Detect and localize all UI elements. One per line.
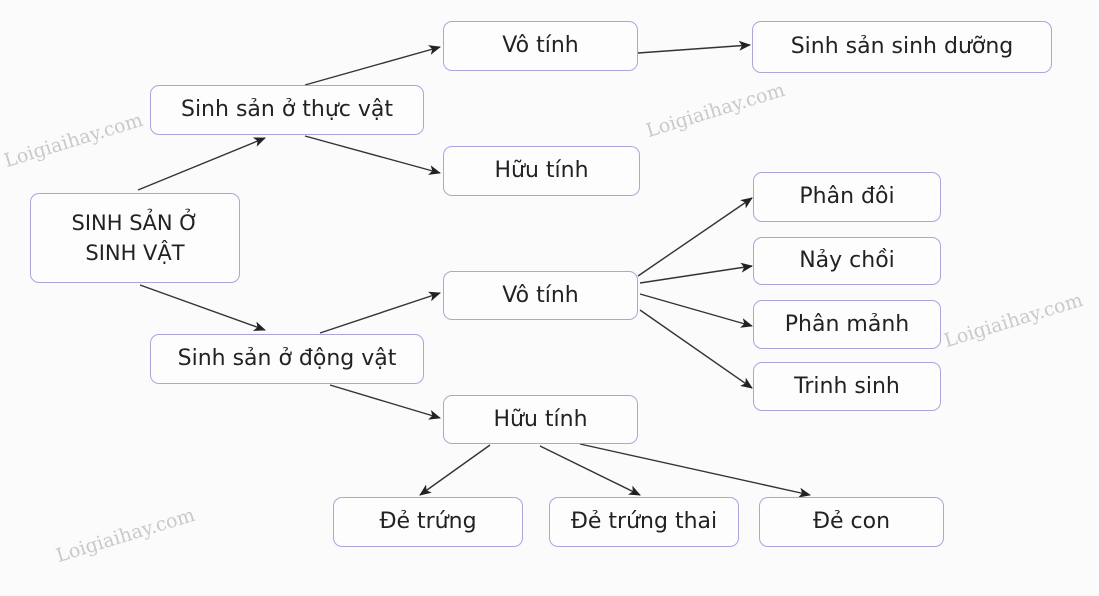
arrow-viviparous [579,443,811,498]
plants-sexual-label: Hữu tính [494,158,589,183]
arrow-plants-sexual [304,135,441,175]
animals-asexual-label: Vô tính [502,282,579,308]
arrow-fragmentation [639,293,753,328]
root-label: SINH SẢN Ở SINH VẬT [71,211,199,265]
arrow-budding [639,262,753,284]
vegetative-label: Sinh sản sinh dưỡng [790,34,1014,59]
node-viviparous: Đẻ con [759,497,944,547]
arrow-root-plants [137,137,266,191]
ovoviviparous-label: Đẻ trứng thai [570,509,718,534]
arrow-oviparous [419,444,491,496]
node-animals-sexual: Hữu tính [443,395,638,444]
arrow-plants-asexual [304,45,441,86]
node-ovoviviparous: Đẻ trứng thai [549,497,739,547]
plants-asexual-label: Vô tính [502,33,579,58]
node-budding: Nảy chồi [753,237,941,285]
arrow-plant-asexual-vegetative [637,40,751,54]
arrow-root-animals [139,284,266,331]
arrow-ovoviviparous [539,445,641,496]
node-fission: Phân đôi [753,172,941,222]
plants-label: Sinh sản ở thực vật [180,97,394,122]
node-plants-sexual: Hữu tính [443,146,640,196]
node-parthenogenesis: Trinh sinh [753,362,941,411]
arrow-fission [637,197,753,277]
arrow-animals-sexual [329,384,441,420]
node-oviparous: Đẻ trứng [333,497,523,547]
viviparous-label: Đẻ con [812,509,891,534]
node-animals-asexual: Vô tính [443,271,638,320]
node-fragmentation: Phân mảnh [753,300,941,349]
fission-label: Phân đôi [799,184,895,209]
arrow-parthenogenesis [639,309,753,389]
parthenogenesis-label: Trinh sinh [794,373,900,399]
fragmentation-label: Phân mảnh [784,311,910,337]
node-plants-asexual: Vô tính [443,21,638,71]
node-vegetative: Sinh sản sinh dưỡng [752,21,1052,73]
arrow-animals-asexual [319,291,441,334]
animals-sexual-label: Hữu tính [493,406,588,432]
node-animals: Sinh sản ở động vật [150,334,424,384]
node-root: SINH SẢN Ở SINH VẬT [30,193,240,283]
budding-label: Nảy chồi [799,248,895,273]
node-plants: Sinh sản ở thực vật [150,85,424,135]
animals-label: Sinh sản ở động vật [177,346,397,371]
oviparous-label: Đẻ trứng [379,509,477,534]
